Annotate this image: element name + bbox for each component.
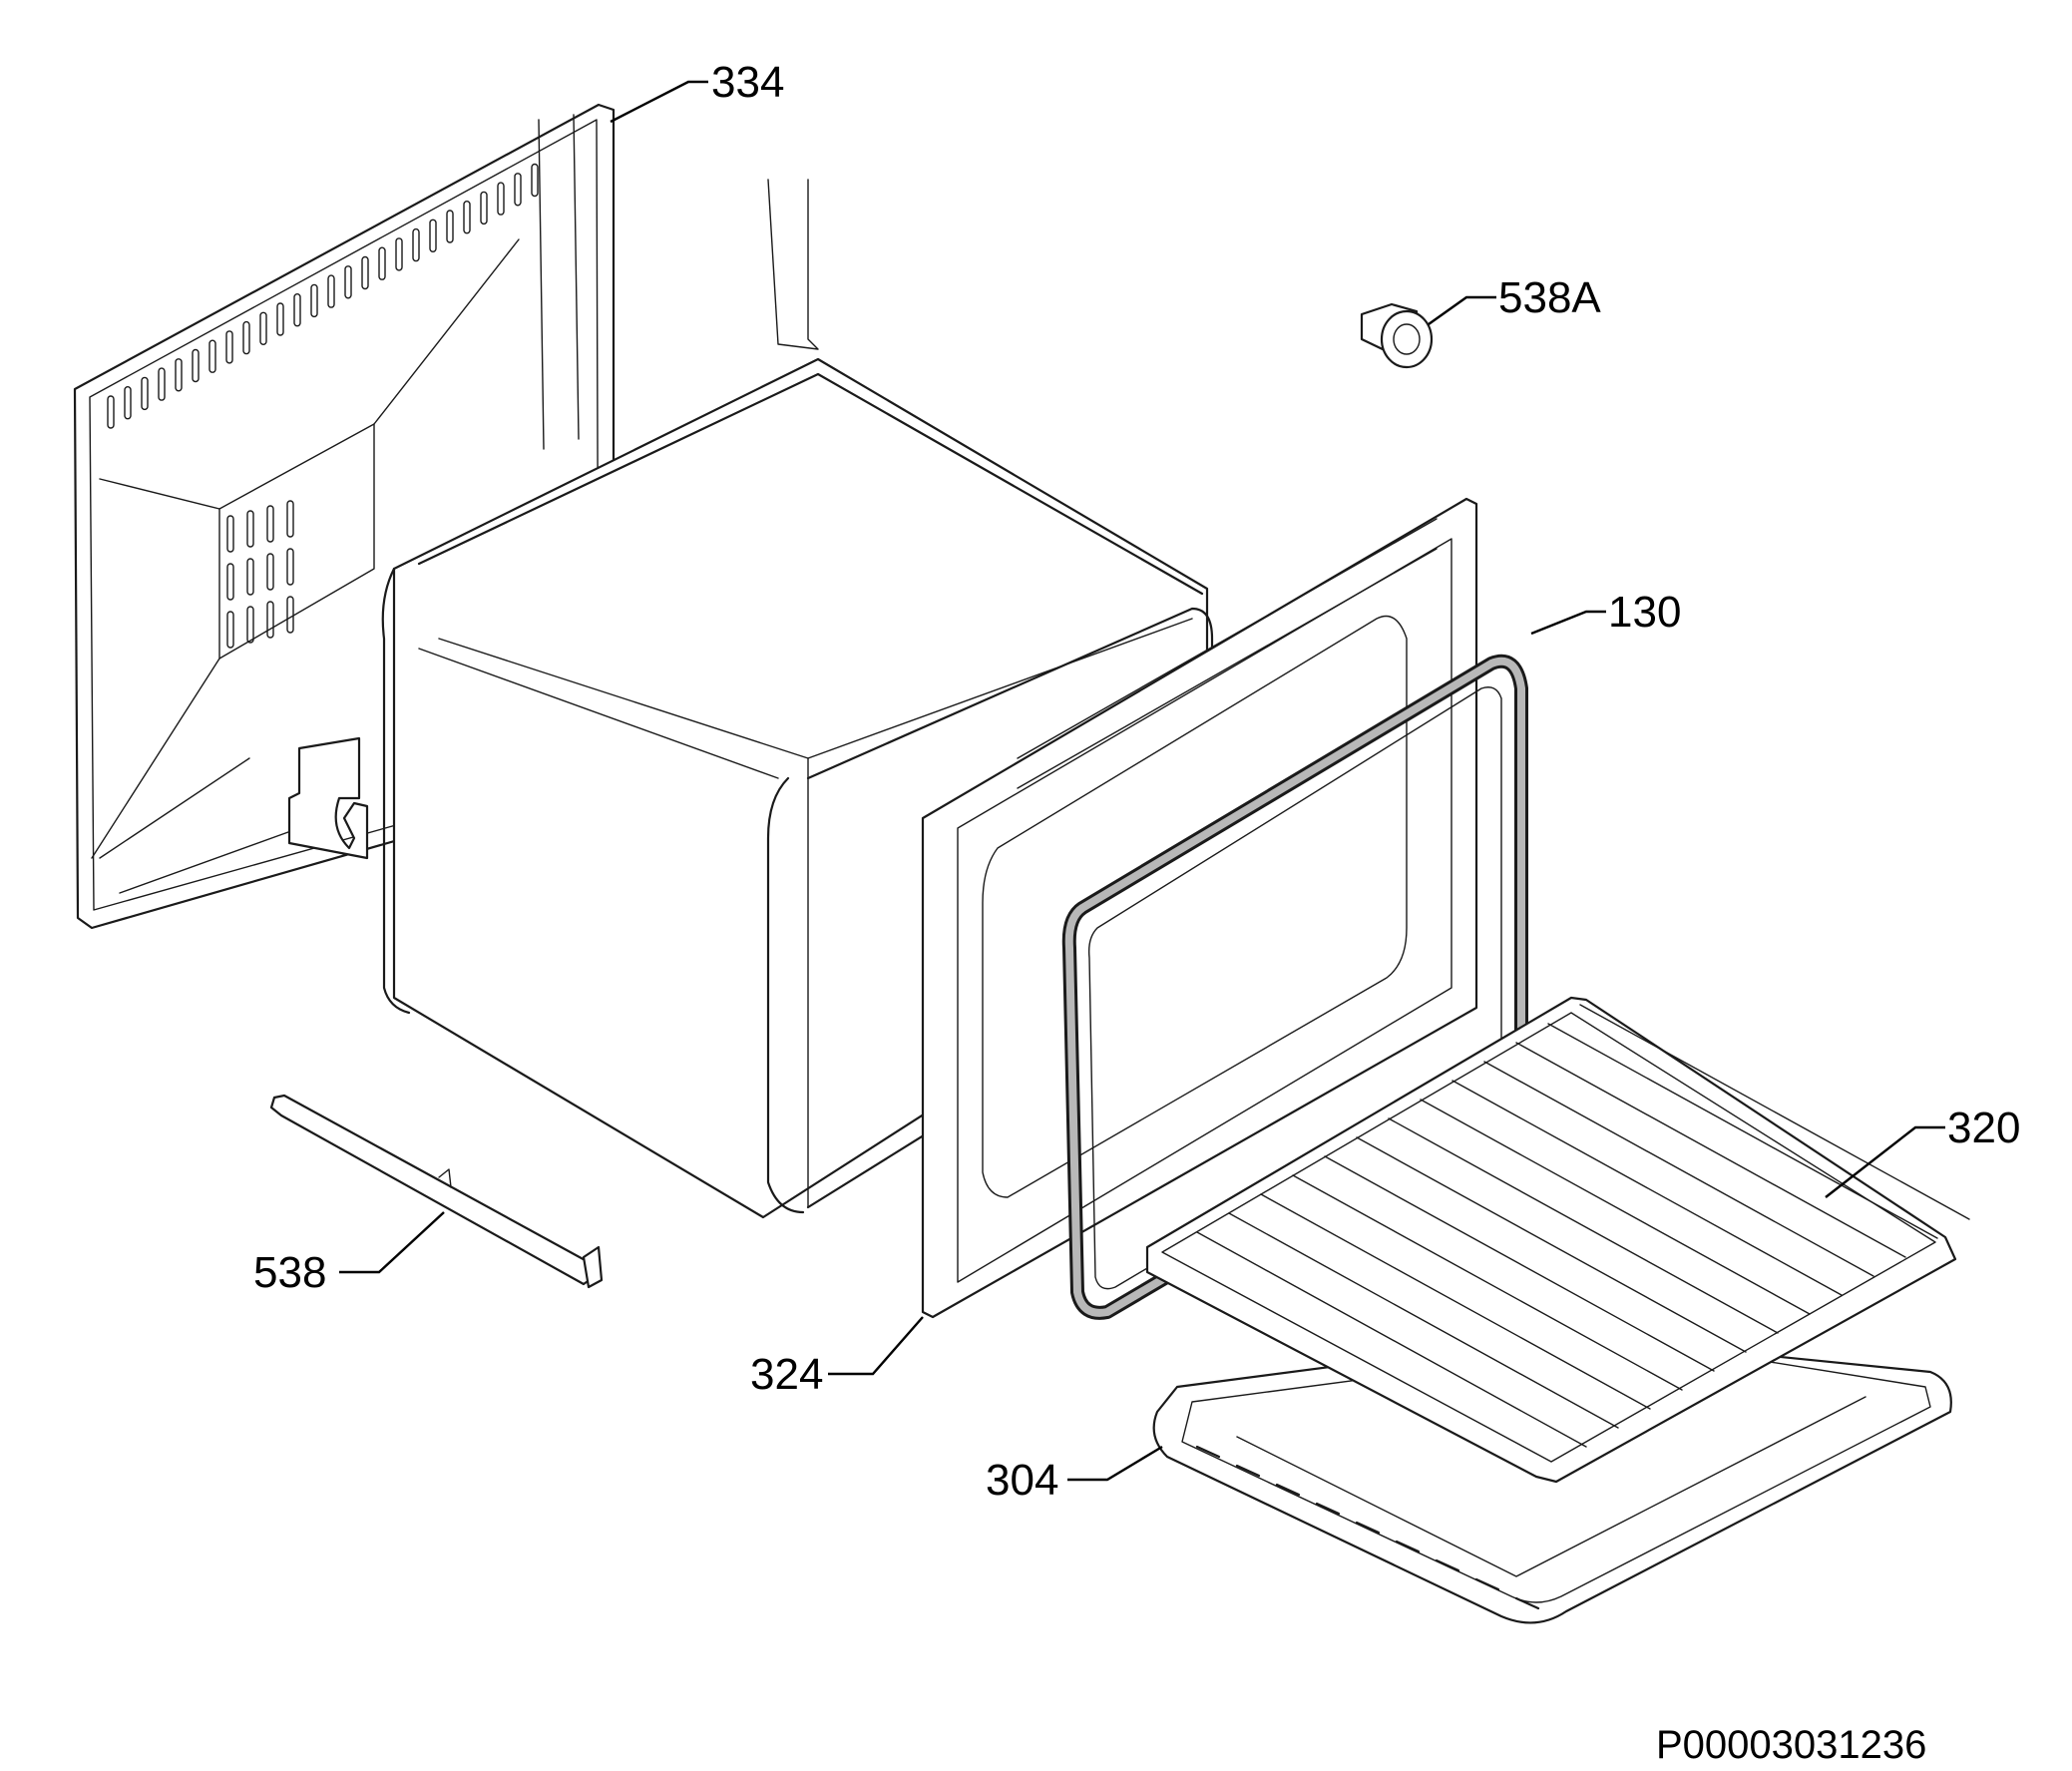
vent-slot [107,395,115,429]
leader-538 [339,1211,445,1274]
vent-slot [208,339,216,373]
vent-slot [497,182,505,216]
vent-slot [429,219,437,252]
front-frame-icon [921,497,1478,1319]
label-130: 130 [1608,588,1681,637]
vent-slot [192,348,200,383]
shelf-wire [1356,1136,1747,1353]
tray-slot [1514,1596,1540,1610]
shelf-wire [1260,1193,1651,1410]
rail-icon [269,1094,604,1289]
tray-slot [1275,1483,1301,1497]
vent-slot [446,210,454,243]
label-320: 320 [1947,1104,2020,1152]
shelf-wire [1196,1231,1587,1448]
vent-slot [226,563,234,601]
leader-324 [828,1316,924,1376]
shelf-wire [1451,1080,1843,1296]
shelf-wire [1515,1042,1906,1258]
vent-slot [378,246,386,280]
vent-slot [293,293,301,327]
vent-slot [395,237,403,271]
shelf-wire [1324,1155,1715,1372]
vent-slot [286,596,294,634]
label-334: 334 [711,58,784,107]
leader-304 [1067,1445,1163,1482]
tray-slot [1315,1502,1341,1516]
vent-slot [266,601,274,639]
drawing-code: P00003031236 [1656,1723,1926,1767]
vent-slot [531,163,539,198]
shelf-wire [1579,1004,1970,1220]
vent-slot [242,320,250,355]
vent-slot [463,201,471,234]
tray-slot [1235,1464,1261,1478]
label-304: 304 [986,1456,1058,1505]
tray-slot [1435,1558,1460,1572]
tray-slot [1355,1521,1381,1535]
tray-slot [1195,1445,1221,1459]
tray-slot [1395,1540,1421,1553]
shelf-wire [1292,1174,1683,1391]
vent-slot [344,265,352,299]
vent-slot [412,227,420,262]
shelf-wire [1228,1212,1619,1429]
vent-slot [480,191,488,225]
vent-slot [141,376,149,411]
lamp-holder-icon [1360,302,1434,369]
leader-130 [1530,610,1606,636]
leader-334 [610,80,708,124]
vent-slot [246,606,254,644]
vent-slot [327,274,335,308]
shelf-wire [1483,1061,1874,1277]
leader-320 [1825,1125,1945,1198]
shelf-wire [1547,1023,1938,1239]
vent-slot [175,358,183,392]
tray-slot [1474,1577,1500,1591]
vent-slot [158,367,166,401]
vent-slot [259,311,267,345]
label-538A: 538A [1498,273,1601,322]
vent-slot [310,283,318,318]
vent-slot [246,558,254,596]
shelf-wire [1420,1099,1811,1315]
vent-slot [514,173,522,207]
leader-538A [1428,295,1496,325]
label-324: 324 [750,1350,823,1399]
vent-slot [276,302,284,336]
shelf-wire [1388,1117,1779,1334]
vent-slot [246,510,254,548]
label-538: 538 [253,1248,326,1297]
wire-shelf-icon [1145,996,1970,1484]
vent-slot [266,553,274,591]
vent-slot [266,505,274,543]
vent-slot [226,611,234,649]
vent-slot [286,548,294,586]
vent-slot [286,500,294,538]
vent-slot [361,255,369,290]
vent-slot [226,515,234,553]
vent-slot [124,386,132,420]
vent-slot [225,330,233,364]
